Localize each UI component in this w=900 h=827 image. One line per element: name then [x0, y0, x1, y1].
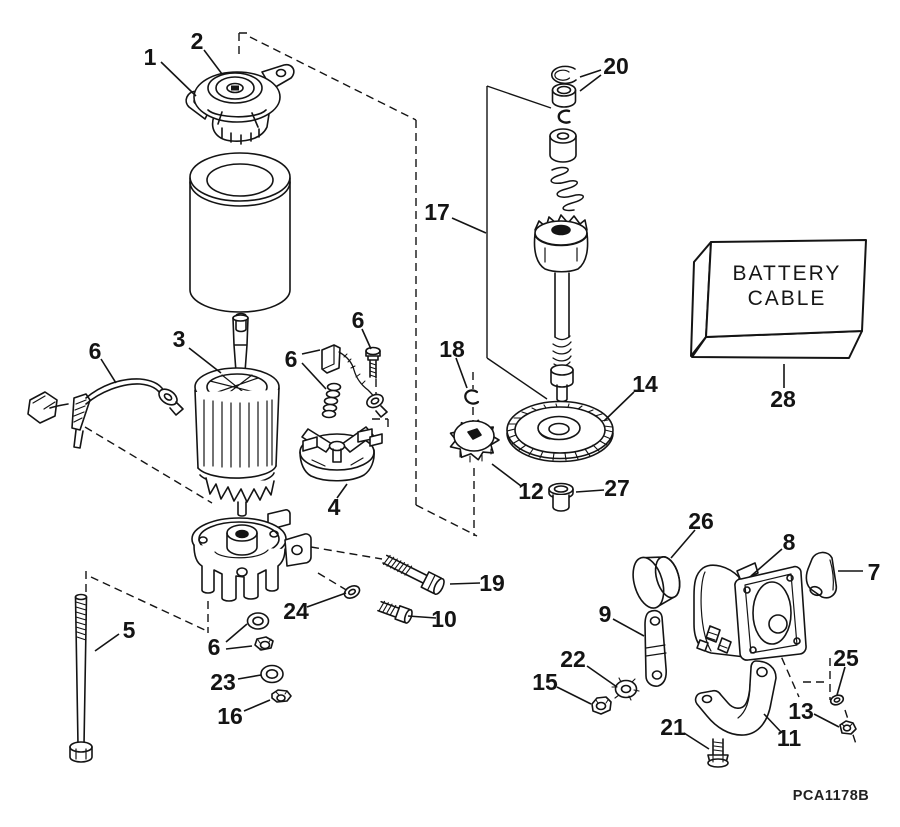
callout-leader-26 [670, 529, 696, 559]
battery-cable-box [690, 239, 867, 359]
terminal-boot [805, 551, 838, 599]
pinion-gear-12 [449, 419, 500, 463]
terminal-screw [365, 346, 388, 418]
callout-label-3: 3 [173, 326, 186, 352]
callout-label-6: 6 [285, 346, 298, 372]
callout-label-1: 1 [144, 44, 157, 70]
callout-leader-24 [306, 592, 347, 608]
callout-leader-6 [225, 623, 248, 643]
callout-label-6: 6 [352, 307, 365, 333]
j-bracket-11 [694, 660, 777, 736]
callout-label-19: 19 [479, 570, 505, 596]
callout-label-6: 6 [208, 634, 221, 660]
callout-label-25: 25 [833, 645, 859, 671]
drive-assembly-bracket-17 [486, 85, 552, 400]
alignment-dashed-lines [84, 32, 857, 745]
frame-cylinder [189, 152, 291, 333]
callout-leader-3 [188, 347, 222, 374]
bushing-27 [548, 482, 574, 512]
callout-leader-22 [586, 665, 618, 688]
upper-end-cap [185, 63, 295, 145]
callout-label-26: 26 [688, 508, 714, 534]
hardware-washers-nuts [246, 612, 292, 703]
part-code: PCA1178B [793, 788, 870, 804]
lock-washer-22 [611, 677, 640, 701]
callout-label-21: 21 [660, 714, 686, 740]
callout-leader-14 [603, 391, 635, 422]
callout-leader-25 [836, 666, 846, 696]
callout-label-13: 13 [788, 698, 814, 724]
callout-leader-20 [579, 69, 602, 78]
callout-leader-6 [225, 645, 253, 650]
callout-label-15: 15 [532, 669, 558, 695]
callout-label-23: 23 [210, 669, 236, 695]
callout-label-20: 20 [603, 53, 629, 79]
callout-label-2: 2 [191, 28, 204, 54]
starter-drive-assembly [533, 65, 589, 403]
nut-15 [591, 696, 612, 715]
callout-leader-6 [301, 349, 321, 355]
callout-label-22: 22 [560, 646, 586, 672]
callout-leader-5 [94, 633, 120, 652]
armature [194, 314, 280, 517]
callout-label-6: 6 [89, 338, 102, 364]
retaining-clip-18 [464, 389, 480, 405]
callout-leader-15 [556, 686, 592, 705]
callout-leader-13 [813, 713, 840, 728]
callout-label-7: 7 [868, 559, 881, 585]
callout-label-14: 14 [632, 371, 658, 397]
callout-label-8: 8 [783, 529, 796, 555]
lower-end-cap [191, 509, 312, 602]
through-bolt [69, 593, 93, 763]
callout-label-16: 16 [217, 703, 243, 729]
callout-label-28: 28 [770, 386, 796, 412]
callout-leader-27 [575, 489, 605, 493]
callout-label-9: 9 [599, 601, 612, 627]
callout-leader-17 [451, 217, 487, 234]
callout-leader-20 [579, 74, 602, 92]
washer-25 [829, 694, 845, 706]
solenoid [693, 562, 807, 661]
callout-label-10: 10 [431, 606, 457, 632]
callout-label-4: 4 [328, 494, 341, 520]
callout-leader-1 [160, 61, 197, 97]
hex-bolt-short [377, 600, 413, 624]
driven-gear-14 [506, 400, 614, 463]
callout-label-5: 5 [123, 617, 136, 643]
callout-leader-9 [612, 618, 645, 637]
callout-label-27: 27 [604, 475, 630, 501]
sleeve-26 [632, 556, 681, 609]
motor-cable [27, 378, 184, 449]
callout-leader-4 [336, 483, 348, 499]
callout-label-24: 24 [283, 598, 309, 624]
callout-leader-23 [237, 674, 262, 680]
callout-label-12: 12 [518, 478, 544, 504]
callout-leader-2 [203, 49, 223, 75]
callout-leader-6 [301, 362, 327, 390]
hex-bolt-long [382, 554, 445, 596]
callout-leader-19 [449, 582, 481, 585]
strap-bracket-9 [644, 609, 667, 687]
callout-label-18: 18 [439, 336, 465, 362]
callout-leader-6 [100, 358, 117, 384]
battery-cable-label-line1: BATTERY [733, 262, 842, 285]
callout-leader-11 [763, 713, 782, 733]
callout-leader-21 [683, 732, 710, 750]
callout-leader-6 [361, 328, 372, 350]
callout-label-17: 17 [424, 199, 450, 225]
callout-leader-16 [243, 699, 271, 712]
brush-plate [299, 426, 383, 482]
bolt-21 [707, 738, 729, 768]
brush-and-springs [321, 344, 375, 419]
callout-leader-10 [407, 615, 437, 619]
washer-24 [343, 585, 361, 599]
callout-leader-8 [750, 548, 783, 577]
callout-label-11: 11 [777, 725, 802, 751]
callout-leader-18 [455, 357, 468, 389]
nut-13 [839, 720, 857, 735]
battery-cable-label-line2: CABLE [748, 287, 827, 310]
callout-leader-12 [491, 463, 522, 487]
